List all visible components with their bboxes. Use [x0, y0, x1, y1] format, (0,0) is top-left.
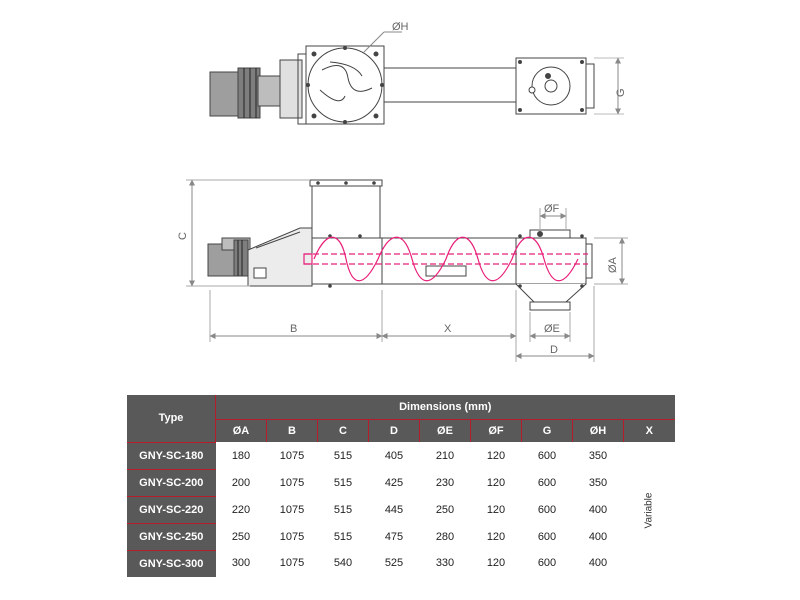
column-header: ØA	[215, 419, 267, 442]
table-row: GNY-SC-220 220 1075 515 445 250 120 600 400	[127, 495, 675, 523]
value-cell: 230	[435, 476, 455, 489]
side-view	[207, 179, 593, 311]
value-cell: 300	[231, 557, 251, 570]
value-cell: 515	[333, 530, 353, 543]
table-row: GNY-SC-200 200 1075 515 425 230 120 600 350	[127, 468, 675, 496]
value-cell: 400	[588, 503, 608, 516]
value-cell: 250	[435, 503, 455, 516]
top-motor	[209, 53, 307, 125]
value-cell: 350	[588, 476, 608, 489]
label-diameter-a: ØA	[607, 256, 619, 273]
value-cell: 515	[333, 503, 353, 516]
value-cell: 425	[384, 476, 404, 489]
x-variable-cell: Variable	[624, 442, 675, 577]
label-diameter-e: ØE	[544, 323, 560, 335]
label-c: C	[177, 232, 189, 240]
top-end-housing	[515, 57, 595, 115]
column-header: ØE	[419, 419, 471, 442]
column-header: G	[521, 419, 573, 442]
value-cell: 405	[384, 449, 404, 462]
column-header: X	[623, 419, 675, 442]
conveyor-technical-drawing: ØH G	[177, 21, 628, 362]
value-cell: 515	[333, 449, 353, 462]
label-x: X	[444, 323, 452, 335]
value-cell: 280	[435, 530, 455, 543]
value-cell: 600	[537, 557, 557, 570]
value-cell: 600	[537, 476, 557, 489]
type-cell: GNY-SC-220	[127, 495, 216, 523]
value-cell: 120	[486, 503, 506, 516]
value-cell: 220	[231, 503, 251, 516]
value-cell: 400	[588, 557, 608, 570]
top-tube	[383, 67, 517, 103]
value-cell: 250	[231, 530, 251, 543]
value-cell: 1075	[279, 449, 305, 462]
type-cell: GNY-SC-300	[127, 549, 216, 577]
top-view	[209, 31, 624, 125]
value-cell: 525	[384, 557, 404, 570]
value-cell: 600	[537, 449, 557, 462]
value-cell: 200	[231, 476, 251, 489]
value-cell: 180	[231, 449, 251, 462]
table-row: GNY-SC-250 250 1075 515 475 280 120 600 400	[127, 522, 675, 550]
column-header: D	[368, 419, 420, 442]
label-diameter-f: ØF	[544, 203, 560, 215]
value-cell: 540	[333, 557, 353, 570]
type-cell: GNY-SC-200	[127, 468, 216, 496]
value-cell: 1075	[279, 476, 305, 489]
type-cell: GNY-SC-250	[127, 522, 216, 550]
value-cell: 330	[435, 557, 455, 570]
label-g: G	[615, 88, 627, 97]
screw-flight	[303, 236, 588, 282]
value-cell: 120	[486, 557, 506, 570]
value-cell: 1075	[279, 503, 305, 516]
top-inlet-flange	[305, 45, 385, 125]
dimensions-header: Dimensions (mm)	[215, 395, 675, 420]
value-cell: 600	[537, 503, 557, 516]
type-cell: GNY-SC-180	[127, 441, 216, 469]
value-cell: 210	[435, 449, 455, 462]
value-cell: 120	[486, 476, 506, 489]
column-header: C	[317, 419, 369, 442]
value-cell: 350	[588, 449, 608, 462]
value-cell: 120	[486, 449, 506, 462]
table-row: GNY-SC-300 300 1075 540 525 330 120 600 400	[127, 549, 675, 577]
value-cell: 1075	[279, 557, 305, 570]
label-b: B	[290, 323, 297, 335]
label-d: D	[550, 344, 558, 356]
value-cell: 475	[384, 530, 404, 543]
column-header: ØH	[572, 419, 624, 442]
column-header: ØF	[470, 419, 522, 442]
type-header: Type	[127, 395, 216, 442]
value-cell: 400	[588, 530, 608, 543]
side-end-housing	[515, 237, 587, 285]
x-variable-text: Variable	[643, 492, 655, 529]
value-cell: 515	[333, 476, 353, 489]
value-cell: 445	[384, 503, 404, 516]
label-diameter-h: ØH	[392, 21, 409, 33]
value-cell: 600	[537, 530, 557, 543]
side-dimensions	[186, 179, 628, 362]
column-header: B	[266, 419, 318, 442]
value-cell: 120	[486, 530, 506, 543]
value-cell: 1075	[279, 530, 305, 543]
